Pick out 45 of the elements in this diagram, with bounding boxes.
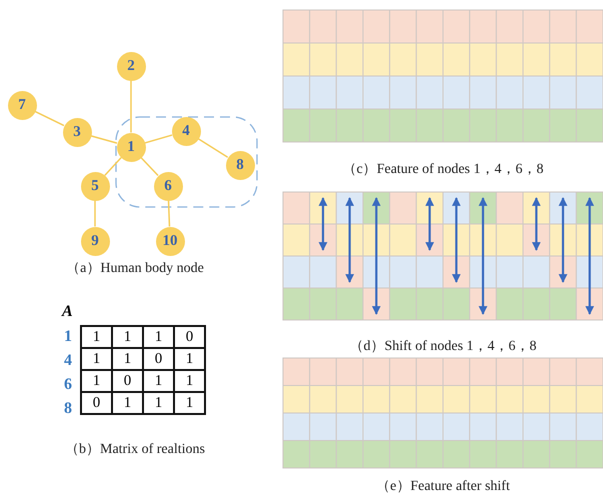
connector-line — [144, 134, 172, 144]
matrix-cell: 0 — [112, 370, 143, 392]
caption: （a）Human body node — [66, 260, 204, 277]
row-label: 4 — [64, 352, 72, 370]
caption: （e）Feature after shift — [376, 478, 510, 495]
matrix-cell: 1 — [81, 370, 112, 392]
connector-line — [130, 80, 132, 132]
matrix-cell: 1 — [112, 348, 143, 370]
node-circle: 9 — [80, 226, 110, 256]
matrix-cell: 1 — [143, 370, 174, 392]
node-circle: 5 — [80, 172, 110, 200]
node-circle: 4 — [172, 116, 200, 146]
row-label: 8 — [64, 400, 72, 418]
matrix-cell: 1 — [174, 348, 205, 370]
node-circle: 10 — [156, 226, 184, 256]
matrix-cell: 1 — [112, 326, 143, 348]
row-label: 1 — [64, 328, 72, 346]
connector-line — [94, 200, 96, 226]
connector-line — [140, 157, 159, 176]
matrix-cell: 1 — [143, 326, 174, 348]
node-circle: 6 — [154, 172, 182, 200]
matrix-cell: 0 — [174, 326, 205, 348]
connector-line — [104, 157, 122, 176]
node-circle: 1 — [116, 132, 146, 162]
matrix-cell: 1 — [81, 326, 112, 348]
connector-line — [168, 200, 170, 227]
matrix-cell: 1 — [174, 392, 205, 414]
node-circle: 2 — [116, 52, 146, 80]
connector-line — [198, 138, 228, 158]
connector-line — [34, 110, 64, 126]
matrix-cell: 1 — [81, 348, 112, 370]
matrix-cell: 1 — [143, 392, 174, 414]
row-label: 6 — [64, 376, 72, 394]
matrix-cell: 1 — [112, 392, 143, 414]
node-circle: 3 — [62, 118, 92, 146]
matrix-cell: 0 — [143, 348, 174, 370]
caption: （b）Matrix of realtions — [65, 441, 205, 458]
matrix-cell: 1 — [174, 370, 205, 392]
connector-line — [90, 135, 118, 144]
matrix-name: A — [62, 303, 73, 321]
matrix-cell: 0 — [81, 392, 112, 414]
caption: （d）Shift of nodes 1，4，6，8 — [349, 338, 537, 355]
caption: （c）Feature of nodes 1，4，6，8 — [342, 161, 544, 178]
node-circle: 8 — [226, 150, 254, 180]
node-circle: 7 — [8, 90, 36, 120]
